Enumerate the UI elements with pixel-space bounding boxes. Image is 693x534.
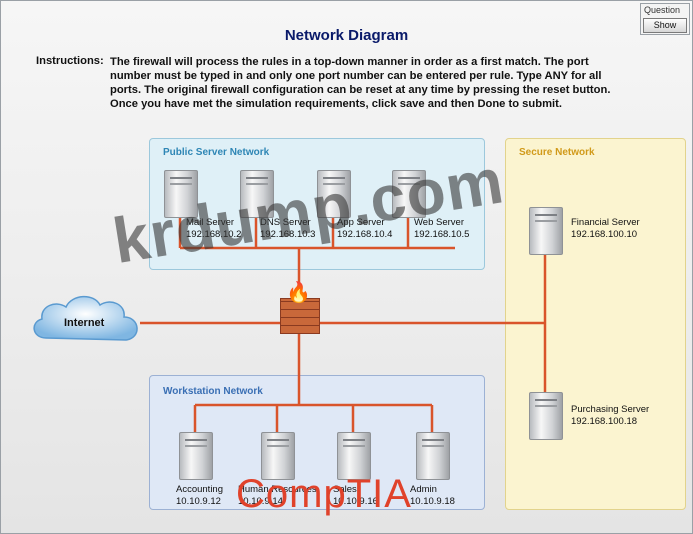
mail-server-icon[interactable]: [164, 170, 198, 218]
app-server-icon[interactable]: [317, 170, 351, 218]
sales-workstation-icon[interactable]: [337, 432, 371, 480]
admin-workstation-icon[interactable]: [416, 432, 450, 480]
hr-workstation-icon[interactable]: [261, 432, 295, 480]
secure-zone-label: Secure Network: [519, 147, 595, 158]
dns-server-icon[interactable]: [240, 170, 274, 218]
financial-server-icon[interactable]: [529, 207, 563, 255]
page-title: Network Diagram: [284, 27, 409, 44]
question-label: Question: [644, 5, 681, 15]
public-zone-label: Public Server Network: [163, 147, 270, 158]
show-button[interactable]: Show: [643, 18, 687, 33]
purchasing-server-icon[interactable]: [529, 392, 563, 440]
internet-cloud-icon: [33, 295, 138, 341]
workstation-zone-label: Workstation Network: [163, 386, 263, 397]
comptia-logo: CompTIA: [236, 472, 412, 516]
question-panel: Question Show: [640, 3, 690, 35]
flame-icon: 🔥: [286, 282, 311, 304]
instructions-text: The firewall will process the rules in a…: [110, 56, 611, 110]
internet-label: Internet: [64, 317, 105, 329]
instructions-label: Instructions:: [36, 55, 104, 67]
firewall-icon[interactable]: [280, 298, 320, 334]
web-server-icon[interactable]: [392, 170, 426, 218]
accounting-workstation-icon[interactable]: [179, 432, 213, 480]
